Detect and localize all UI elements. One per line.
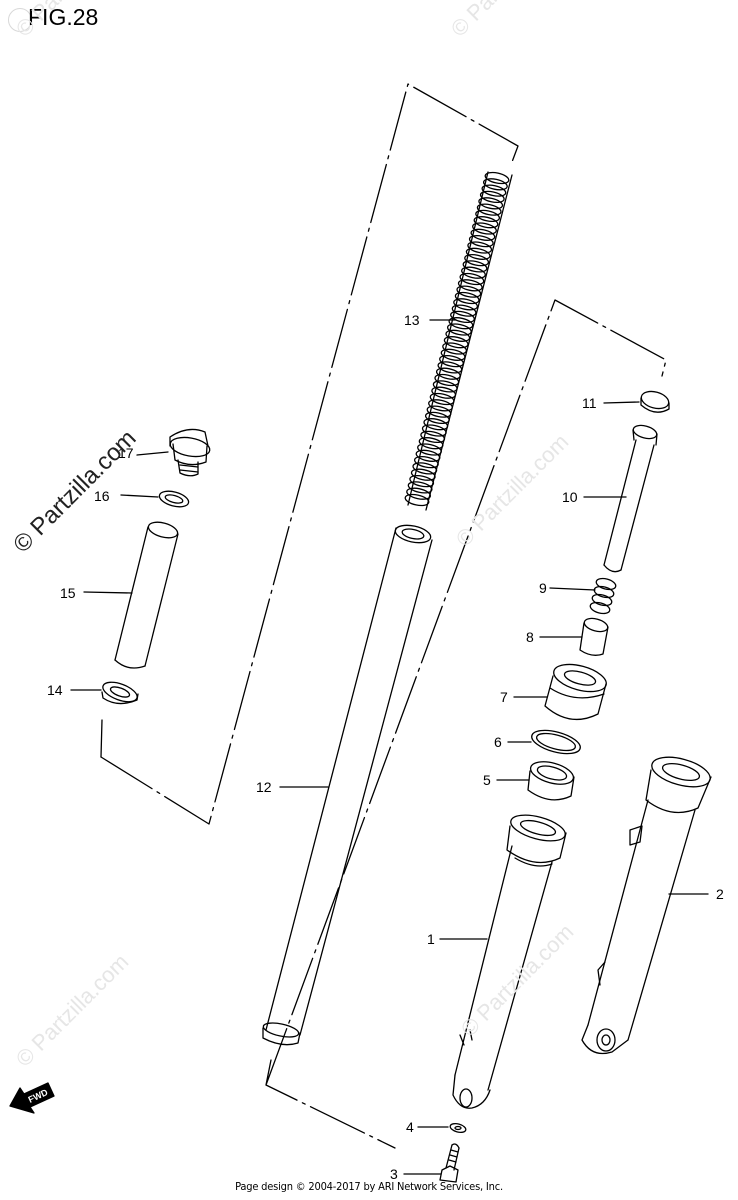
group-bracket-inner [265, 299, 667, 1149]
part-label-9[interactable]: 9 [539, 580, 547, 596]
spring-coil [468, 234, 494, 248]
bottom-bolt [439, 1143, 460, 1183]
spring-coil [437, 361, 463, 374]
spring-coil [459, 272, 485, 286]
part-label-1[interactable]: 1 [427, 931, 435, 947]
spring-coil [484, 171, 510, 185]
part-label-11[interactable]: 11 [582, 395, 597, 411]
spring-coil [462, 260, 488, 273]
spring-coil [481, 184, 507, 197]
spring-coil [434, 373, 460, 387]
spring-coil [418, 437, 444, 450]
spring-coil [442, 342, 468, 355]
part-label-4[interactable]: 4 [406, 1119, 414, 1135]
inner-tube [262, 524, 433, 1046]
spring-coil [476, 203, 502, 216]
part-label-5[interactable]: 5 [483, 772, 491, 788]
spring-coil [429, 392, 455, 406]
washer-14 [101, 681, 139, 705]
outer-tube-1 [452, 814, 567, 1109]
part-label-3[interactable]: 3 [390, 1166, 398, 1182]
spring-coil [412, 462, 438, 475]
oil-lock-piece [579, 617, 609, 656]
stopper-ring [531, 729, 581, 755]
spring-coil [472, 222, 497, 235]
spring-coil [478, 197, 504, 210]
spring-coil [404, 493, 430, 507]
spring-coil [423, 418, 449, 431]
spring-coil [470, 228, 496, 241]
spring-coil [450, 310, 475, 324]
spring-coil [415, 449, 441, 462]
part-label-15[interactable]: 15 [60, 585, 76, 601]
title-bullet-icon [8, 8, 32, 32]
spring-coil [439, 354, 464, 368]
spacer-tube [114, 521, 179, 669]
part-label-17[interactable]: 17 [118, 445, 134, 461]
spring-coil [409, 474, 435, 488]
spring-coil [420, 430, 446, 444]
spring-coil [407, 481, 433, 494]
spring-coil [426, 405, 452, 418]
spring-coil [451, 304, 477, 317]
forward-arrow-icon [9, 1082, 55, 1114]
rebound-spring [589, 577, 617, 615]
part-label-7[interactable]: 7 [500, 689, 508, 705]
spring-coil [421, 424, 447, 437]
page-footer: Page design © 2004-2017 by ARI Network S… [235, 1180, 503, 1193]
spring-coil [465, 247, 491, 260]
part-label-16[interactable]: 16 [94, 488, 110, 504]
washer-4 [449, 1122, 467, 1134]
spring-coil [443, 336, 469, 349]
spring-coil [464, 253, 490, 267]
part-label-6[interactable]: 6 [494, 734, 502, 750]
dust-seal [544, 663, 607, 721]
part-label-13[interactable]: 13 [404, 312, 420, 328]
part-label-10[interactable]: 10 [562, 489, 578, 505]
spring-coil [410, 468, 436, 481]
figure-title: FIG.28 [28, 4, 99, 30]
damper-rod [603, 424, 658, 573]
spring-coil [457, 279, 483, 292]
spring-coil [445, 329, 471, 342]
ring-11 [640, 390, 670, 413]
spring-coil [432, 380, 458, 393]
washer-16 [158, 490, 190, 508]
part-label-14[interactable]: 14 [47, 682, 63, 698]
spring-coil [448, 317, 474, 330]
spring-coil [413, 455, 439, 469]
spring-coil [431, 386, 457, 399]
spring-coils [404, 171, 510, 507]
spring-coil [454, 291, 480, 305]
leader-lines [70, 319, 709, 1175]
outer-tube-2 [581, 756, 712, 1055]
spring-coil [424, 411, 450, 425]
group-bracket-left-edge [100, 719, 103, 758]
spring-coil [440, 348, 466, 361]
spring-coil [435, 367, 461, 380]
spring-coil [446, 323, 472, 336]
spring-coil [482, 178, 508, 191]
spring-coil [406, 487, 432, 500]
part-label-12[interactable]: 12 [256, 779, 272, 795]
drain-bolt [169, 428, 211, 477]
spring-coil [467, 241, 493, 254]
group-bracket-outer [100, 83, 519, 825]
spring-coil [475, 209, 501, 223]
part-label-8[interactable]: 8 [526, 629, 534, 645]
oil-seal [527, 761, 575, 801]
spring-coil [417, 443, 442, 456]
spring-coil [473, 216, 499, 229]
spring-coil [461, 266, 486, 279]
spring-coil [479, 190, 505, 204]
part-label-2[interactable]: 2 [716, 886, 724, 902]
spring-coil [428, 399, 453, 412]
spring-coil [456, 285, 482, 298]
spring-coil [453, 298, 479, 311]
